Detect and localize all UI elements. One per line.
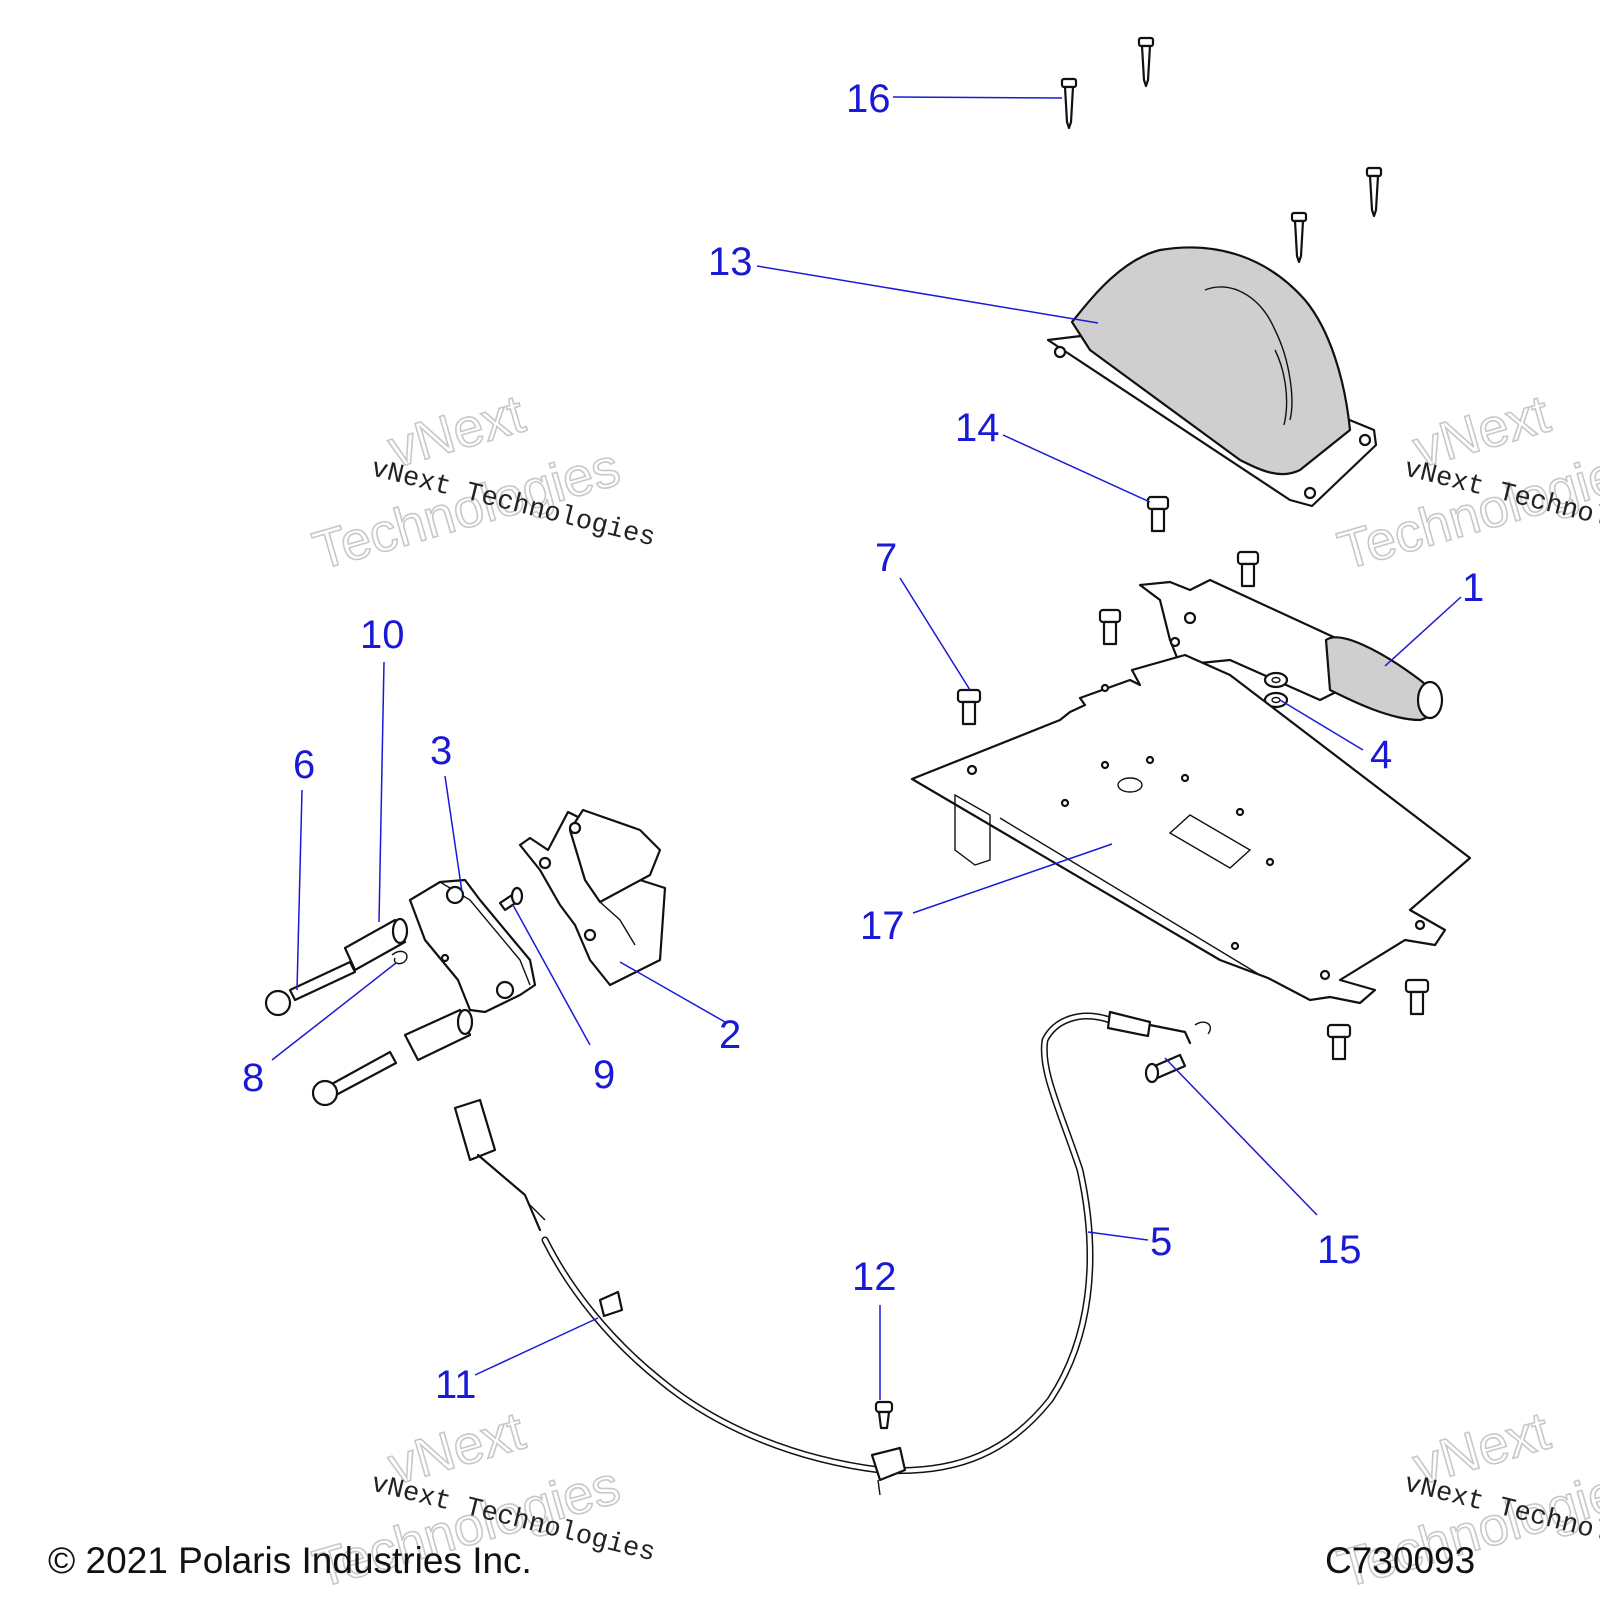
- bolt-7: [956, 688, 982, 726]
- leader-lines: [271, 96, 1462, 1400]
- callout-9: 9: [593, 1053, 615, 1097]
- callout-16: 16: [846, 77, 891, 121]
- pin-15: [1144, 1021, 1212, 1084]
- callout-15: 15: [1317, 1228, 1362, 1272]
- callout-8: 8: [242, 1056, 264, 1100]
- bolt-6-a: [264, 960, 357, 1017]
- clip-8: [391, 950, 408, 965]
- watermark-top-right: vNext Technologies vNext Technologies: [1331, 383, 1600, 582]
- screw-16-b: [1060, 77, 1078, 130]
- brake-cable: [453, 1010, 1192, 1496]
- callout-numbers: 16 13 14 1 7 4 17 10 3 6 8 9 2 15 5 12 1…: [242, 77, 1484, 1407]
- push-clip-12: [874, 1400, 894, 1430]
- pin-9: [498, 886, 524, 912]
- copyright-text: © 2021 Polaris Industries Inc.: [48, 1540, 532, 1581]
- bolt-1-b: [1098, 608, 1122, 646]
- bolt-17-b: [1326, 1023, 1352, 1061]
- callout-14: 14: [955, 406, 1000, 450]
- callout-1: 1: [1462, 566, 1484, 610]
- callout-4: 4: [1370, 733, 1392, 777]
- drawing-number: C730093: [1325, 1540, 1475, 1581]
- bolt-1-a: [1236, 550, 1260, 588]
- brake-lever: [1138, 578, 1444, 722]
- bracket-2: [518, 808, 667, 987]
- callout-5: 5: [1150, 1220, 1172, 1264]
- callout-10: 10: [360, 613, 405, 657]
- bushing-10-b: [403, 1008, 474, 1062]
- bolt-14: [1146, 495, 1170, 533]
- bolt-6-b: [311, 1050, 398, 1107]
- shifter-cover: [1046, 246, 1378, 508]
- callout-2: 2: [719, 1013, 741, 1057]
- callout-7: 7: [875, 536, 897, 580]
- callout-3: 3: [430, 729, 452, 773]
- screw-16-a: [1137, 36, 1155, 88]
- callout-11: 11: [435, 1363, 477, 1407]
- screw-13-d: [1290, 211, 1308, 264]
- mounting-plate: [910, 653, 1472, 1005]
- screw-13-c: [1365, 166, 1383, 218]
- callout-12: 12: [852, 1255, 897, 1299]
- callout-17: 17: [860, 904, 905, 948]
- bolt-17-a: [1404, 978, 1430, 1016]
- bushing-10-a: [343, 917, 409, 972]
- callout-13: 13: [708, 240, 753, 284]
- callout-6: 6: [293, 743, 315, 787]
- watermark-top-left: vNext Technologies vNext Technologies: [306, 383, 658, 582]
